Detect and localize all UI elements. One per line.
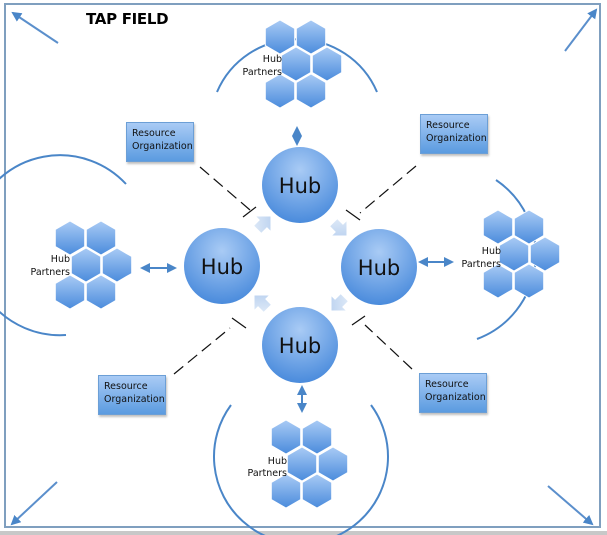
resource-org-line2: Organization <box>104 394 165 405</box>
cycle-arrow-left-to-top <box>254 216 271 233</box>
partners-right-line2: Partners <box>462 259 502 270</box>
resource-org-line2: Organization <box>132 141 193 152</box>
hub-partners-top-cluster <box>264 19 343 109</box>
corner-arrow-bottom-left <box>10 481 58 526</box>
partner-hexagon <box>513 263 545 299</box>
partners-top-line1: Hub <box>263 54 282 65</box>
partner-hexagon <box>270 419 302 455</box>
resource-org-line2: Organization <box>426 133 487 144</box>
partner-arc-left <box>0 154 127 337</box>
corner-arrow-top-right <box>564 8 598 52</box>
partners-bottom-line2: Partners <box>248 468 288 479</box>
partner-hexagon <box>301 419 333 455</box>
resource-organization-bottom-right[interactable]: Resource Organization <box>419 373 487 413</box>
partner-hexagon <box>311 46 343 82</box>
resource-org-line1: Resource <box>132 128 176 139</box>
partner-hexagon <box>54 220 86 256</box>
partner-hexagon <box>498 236 530 272</box>
partner-hexagon <box>101 247 133 283</box>
resource-org-line1: Resource <box>104 381 148 392</box>
hub-top[interactable]: Hub <box>262 147 338 223</box>
hub-right-label: Hub <box>358 256 400 280</box>
cycle-arrow-bottom-to-left <box>254 295 271 312</box>
partner-hexagon <box>286 446 318 482</box>
tap-field-frame <box>4 3 601 528</box>
partner-hexagon <box>280 46 312 82</box>
connector-top-right <box>345 165 417 221</box>
partners-left-line2: Partners <box>31 267 71 278</box>
connector-bottom-left <box>173 317 247 375</box>
hub-right[interactable]: Hub <box>341 229 417 305</box>
partner-hexagon <box>295 73 327 109</box>
hub-bottom[interactable]: Hub <box>262 307 338 383</box>
diagram-title: TAP FIELD <box>86 10 169 28</box>
hub-partners-left-cluster <box>54 220 133 310</box>
cycle-arrow-right-to-bottom <box>331 294 348 311</box>
hub-left[interactable]: Hub <box>184 228 260 304</box>
partners-right-line1: Hub <box>482 246 501 257</box>
partner-hexagon <box>295 19 327 55</box>
connector-bottom-right <box>351 315 413 370</box>
hub-bottom-label: Hub <box>279 334 321 358</box>
resource-org-line1: Resource <box>425 379 469 390</box>
partners-top-line2: Partners <box>243 67 283 78</box>
corner-arrow-bottom-right <box>547 485 594 526</box>
corner-arrow-top-left <box>11 11 59 44</box>
partner-hexagon <box>264 19 296 55</box>
cycle-arrow-top-to-right <box>330 219 347 236</box>
partner-arc-bottom <box>213 404 389 535</box>
partner-hexagon <box>482 209 514 245</box>
partner-hexagon <box>317 446 349 482</box>
partner-hexagon <box>54 274 86 310</box>
partner-hexagon <box>85 220 117 256</box>
connector-top-left <box>199 166 257 218</box>
resource-org-line1: Resource <box>426 120 470 131</box>
resource-org-line2: Organization <box>425 392 486 403</box>
partners-left-line1: Hub <box>51 254 70 265</box>
resource-organization-bottom-left[interactable]: Resource Organization <box>98 375 166 415</box>
partner-hexagon <box>482 263 514 299</box>
partner-hexagon <box>301 473 333 509</box>
frame-shadow <box>0 531 607 535</box>
resource-organization-top-left[interactable]: Resource Organization <box>126 122 194 162</box>
partners-bottom-line1: Hub <box>268 456 287 467</box>
hub-top-label: Hub <box>279 174 321 198</box>
hub-left-label: Hub <box>201 255 243 279</box>
partner-hexagon <box>529 236 561 272</box>
hub-partners-bottom-cluster <box>270 419 349 509</box>
partner-hexagon <box>70 247 102 283</box>
partner-hexagon <box>264 73 296 109</box>
hub-partners-right-cluster <box>482 209 561 299</box>
resource-organization-top-right[interactable]: Resource Organization <box>420 114 488 154</box>
partner-hexagon <box>270 473 302 509</box>
partner-hexagon <box>513 209 545 245</box>
partner-hexagon <box>85 274 117 310</box>
